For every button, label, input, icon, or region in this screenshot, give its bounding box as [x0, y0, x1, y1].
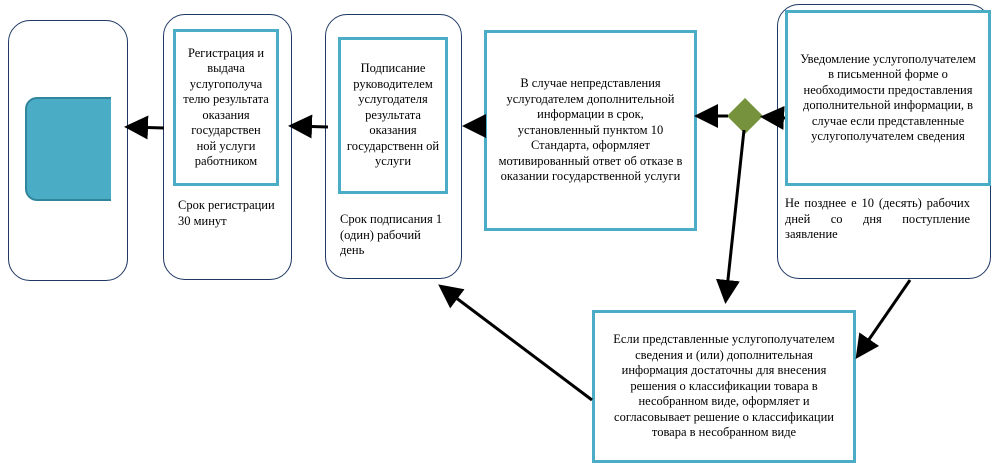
notification-note: Не позднее е 10 (десять) рабочих дней со… — [785, 196, 970, 241]
refusal-box: В случае непредставления услугодателем д… — [484, 30, 697, 231]
arrow-to-end — [124, 115, 165, 140]
arrow-bottom-to-signing — [438, 284, 593, 402]
registration-box: Регистрация и выдача услугополуча телю р… — [173, 29, 279, 186]
arrow-lane5-to-bottom — [855, 279, 912, 359]
signing-box: Подписание руководителем услугодателя ре… — [338, 37, 448, 194]
registration-note: Срок регистрации 30 минут — [178, 198, 275, 228]
classification-box: Если представленные услугополучателем св… — [592, 310, 856, 463]
notification-box: Уведомление услугополучателем в письменн… — [785, 10, 991, 186]
end-terminal — [25, 97, 111, 201]
arrow-to-diamond — [760, 105, 786, 130]
signing-note: Срок подписания 1 (один) рабочий день — [340, 212, 443, 257]
decision-diamond — [727, 98, 763, 134]
arrow-to-registration — [288, 114, 329, 139]
arrow-diamond-down — [715, 129, 746, 304]
